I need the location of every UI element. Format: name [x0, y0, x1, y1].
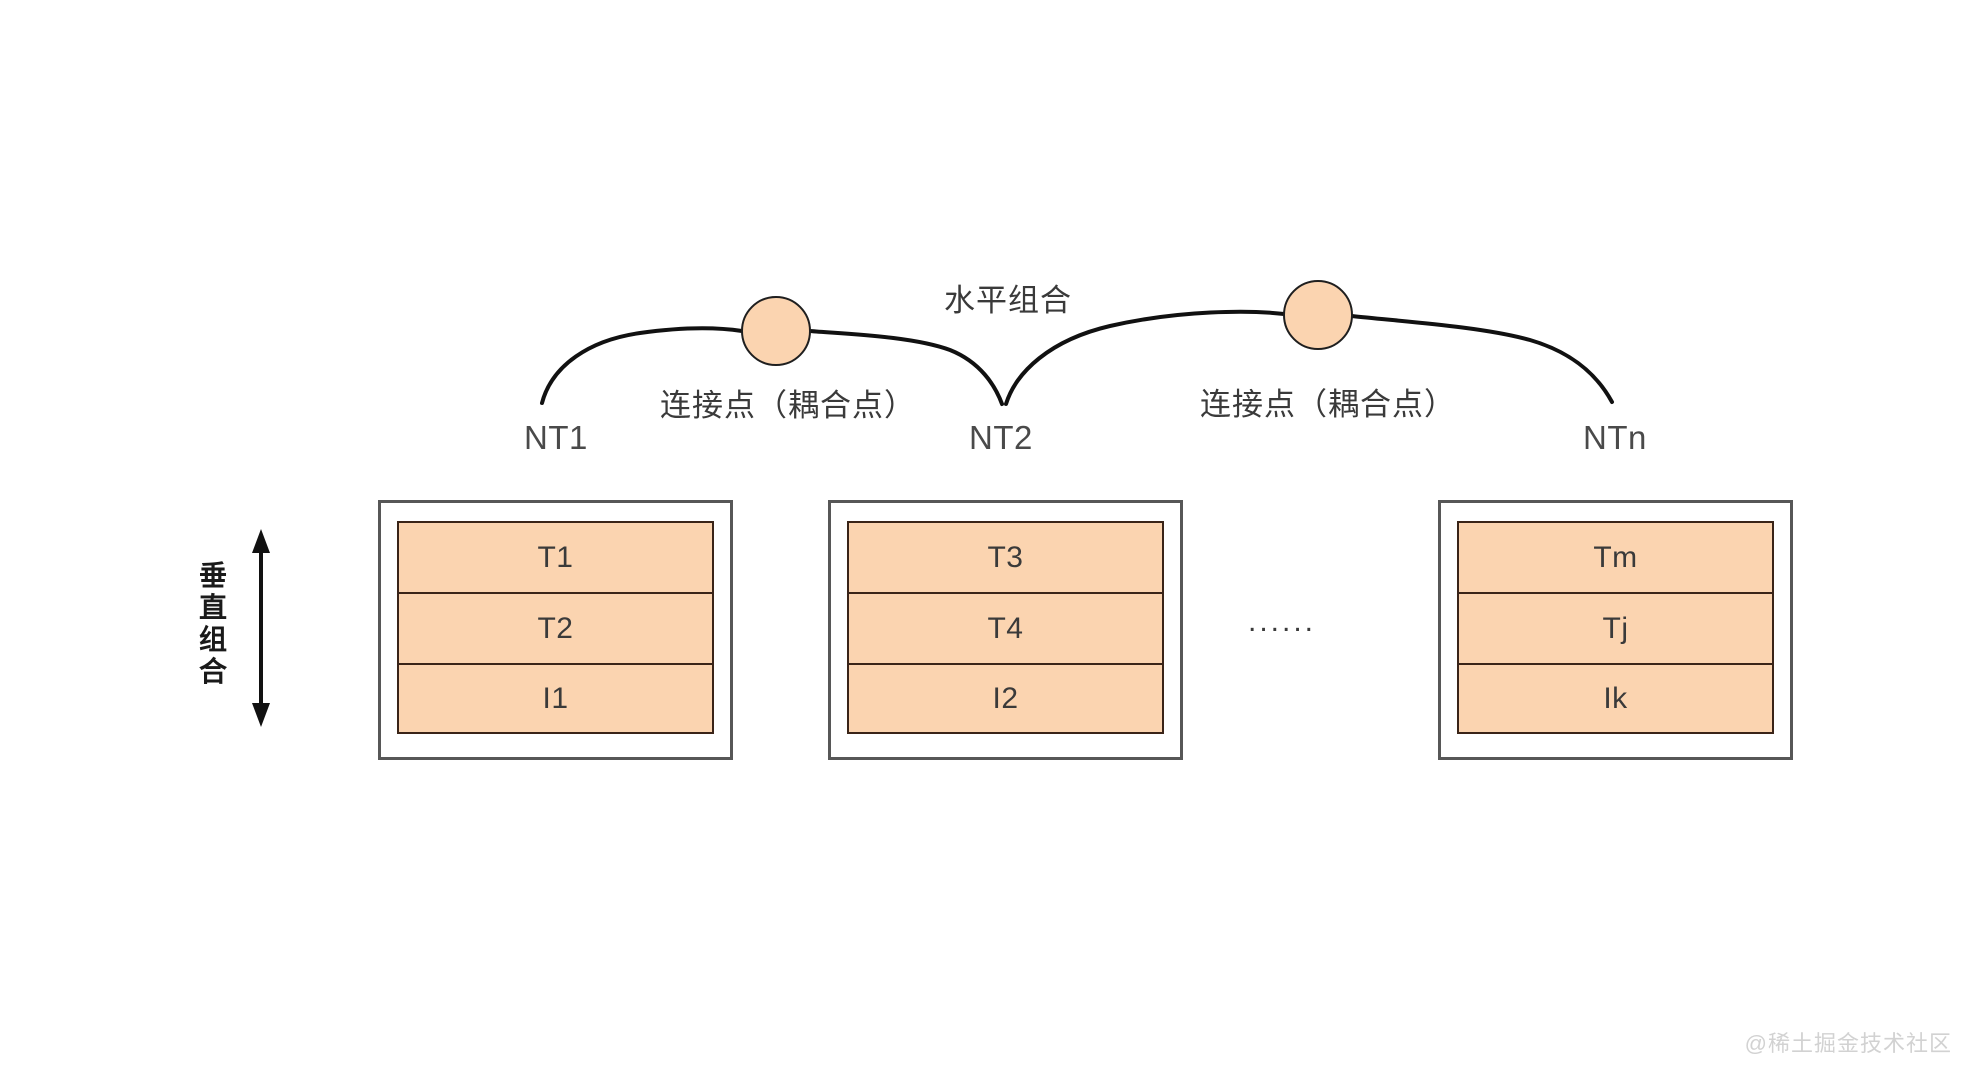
vertical-char-4: 合 [198, 656, 227, 687]
node-label-nt1: NT1 [524, 419, 588, 456]
coupling-node-circle-left[interactable] [741, 296, 811, 366]
vertical-char-3: 组 [198, 624, 227, 655]
group-1-row-2[interactable]: T2 [397, 592, 714, 663]
group-box-1[interactable]: T1 T2 I1 [378, 500, 733, 760]
vertical-char-1: 垂 [198, 560, 227, 591]
coupling-point-label-right: 连接点（耦合点） [1200, 387, 1456, 422]
group-2-row-2[interactable]: T4 [847, 592, 1164, 663]
group-3-row-2[interactable]: Tj [1457, 592, 1774, 663]
horizontal-combination-label: 水平组合 [944, 283, 1072, 318]
vertical-combination-annotation: 垂 直 组 合 [196, 528, 282, 728]
group-1-row-1[interactable]: T1 [397, 521, 714, 592]
ellipsis-separator: ...... [1248, 605, 1317, 638]
group-3-row-1[interactable]: Tm [1457, 521, 1774, 592]
group-box-2[interactable]: T3 T4 I2 [828, 500, 1183, 760]
group-1-row-3[interactable]: I1 [397, 663, 714, 734]
group-3-row-3[interactable]: Ik [1457, 663, 1774, 734]
coupling-node-circle-right[interactable] [1283, 280, 1353, 350]
group-2-row-3[interactable]: I2 [847, 663, 1164, 734]
vertical-combination-text: 垂 直 组 合 [196, 560, 230, 688]
group-box-3[interactable]: Tm Tj Ik [1438, 500, 1793, 760]
node-label-nt2: NT2 [969, 419, 1033, 456]
group-2-row-1[interactable]: T3 [847, 521, 1164, 592]
coupling-point-label-left: 连接点（耦合点） [660, 388, 916, 423]
watermark-text: @稀土掘金技术社区 [1744, 1031, 1952, 1056]
vertical-char-2: 直 [198, 592, 227, 623]
node-label-ntn: NTn [1583, 419, 1647, 456]
